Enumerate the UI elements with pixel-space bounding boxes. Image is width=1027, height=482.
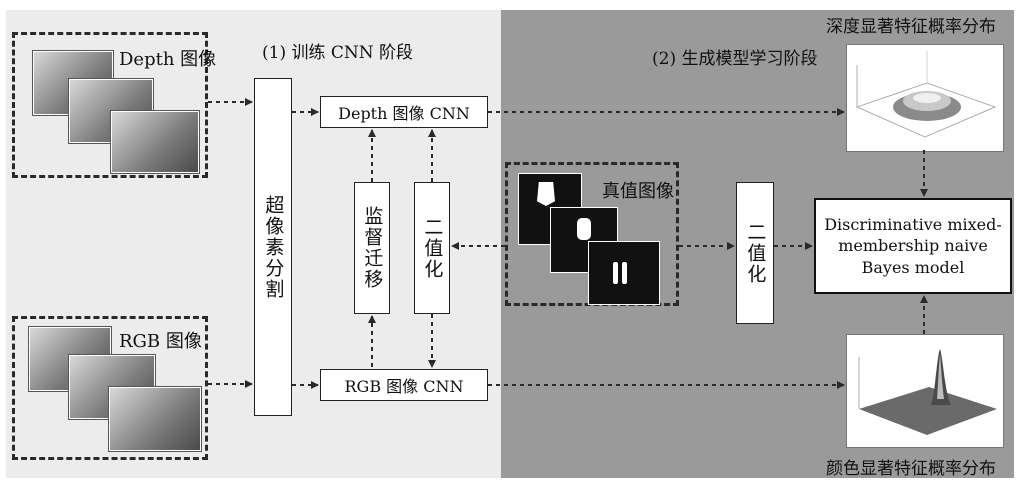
depth-saliency-plot bbox=[846, 44, 1004, 152]
rgb-cnn-label: RGB 图像 CNN bbox=[344, 377, 464, 396]
rgb-image-group: RGB 图像 bbox=[12, 316, 208, 460]
color-saliency-plot bbox=[846, 334, 1004, 448]
depth-image-group: Depth 图像 bbox=[12, 32, 216, 178]
training-stage-title: (1) 训练 CNN 阶段 bbox=[262, 43, 414, 63]
depth-image-label: Depth 图像 bbox=[119, 49, 217, 70]
ground-truth-mask bbox=[588, 241, 660, 305]
rgb-image-thumbnail bbox=[109, 387, 201, 451]
binarization-box-right: 二值化 bbox=[736, 182, 774, 324]
depth-saliency-surface bbox=[855, 51, 997, 138]
supervision-transfer-box: 监督迁移 bbox=[354, 182, 390, 314]
generative-stage-title: (2) 生成模型学习阶段 bbox=[652, 49, 818, 69]
depth-image-thumbnail bbox=[111, 111, 199, 173]
binarization-box-left: 二值化 bbox=[414, 182, 450, 314]
ground-truth-object bbox=[622, 262, 627, 284]
binarization-label-right: 二值化 bbox=[744, 221, 767, 285]
supervision-transfer-label: 监督迁移 bbox=[361, 206, 384, 290]
ground-truth-object bbox=[577, 218, 591, 240]
ground-truth-label: 真值图像 bbox=[602, 181, 674, 202]
ground-truth-group: 真值图像 bbox=[505, 162, 679, 306]
superpixel-segmentation-label: 超像素分割 bbox=[262, 194, 285, 300]
superpixel-segmentation-box: 超像素分割 bbox=[254, 78, 292, 416]
ground-truth-object bbox=[537, 182, 555, 206]
depth-cnn-label: Depth 图像 CNN bbox=[338, 104, 470, 123]
binarization-label-left: 二值化 bbox=[421, 216, 444, 280]
depth-cnn-box: Depth 图像 CNN bbox=[320, 96, 488, 128]
bayes-model-box: Discriminative mixed-membership naive Ba… bbox=[814, 198, 1012, 294]
color-saliency-surface bbox=[858, 349, 997, 435]
rgb-image-label: RGB 图像 bbox=[119, 331, 202, 352]
depth-saliency-distribution-title: 深度显著特征概率分布 bbox=[826, 17, 996, 37]
rgb-cnn-box: RGB 图像 CNN bbox=[320, 369, 488, 401]
color-saliency-distribution-title: 颜色显著特征概率分布 bbox=[826, 459, 996, 479]
ground-truth-object bbox=[613, 262, 618, 284]
bayes-model-label: Discriminative mixed-membership naive Ba… bbox=[824, 214, 1002, 277]
